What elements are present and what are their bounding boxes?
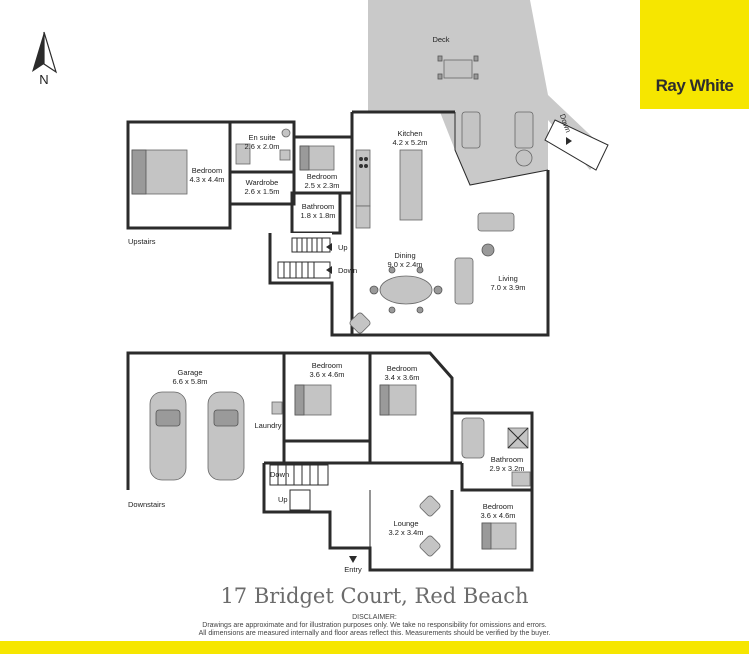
lounge-name: Lounge (393, 519, 418, 528)
bed-c (481, 522, 517, 550)
living-walls (350, 112, 550, 337)
bedroom-a-name: Bedroom (312, 361, 342, 370)
disclaimer-line-2: All dimensions are measured internally a… (198, 630, 551, 637)
garage-name: Garage (177, 368, 202, 377)
bathroom-down-size: 2.9 x 3.2m (489, 464, 524, 473)
dining-size: 9.0 x 2.4m (387, 260, 422, 269)
ensuite-size: 2.6 x 2.0m (244, 142, 279, 151)
dining-table (369, 266, 443, 314)
bed-2 (299, 145, 335, 171)
ensuite-fixtures (235, 128, 291, 165)
brand-logo: Ray White (640, 0, 749, 109)
living-sofas (349, 212, 515, 334)
north-arrow-icon: N (32, 31, 58, 87)
stairwell-walls (268, 233, 352, 337)
kitchen-name: Kitchen (397, 129, 422, 138)
bedroom-c-walls (450, 490, 534, 572)
bed-a (294, 384, 332, 416)
property-address-title: 17 Bridget Court, Red Beach (220, 584, 529, 608)
lower-stairs (269, 464, 329, 511)
bathroom-down-name: Bathroom (491, 455, 524, 464)
stairs-up-lower-label: Up (278, 495, 288, 504)
bathroom-up-name: Bathroom (302, 202, 335, 211)
footer-bar (0, 641, 749, 654)
bedroom-c-name: Bedroom (483, 502, 513, 511)
lounge-walls (262, 463, 452, 572)
stairs-up-arrow-icon (326, 243, 332, 251)
bedroom-2-name: Bedroom (307, 172, 337, 181)
car-left-icon (149, 391, 187, 481)
bathroom-up-size: 1.8 x 1.8m (300, 211, 335, 220)
disclaimer-heading: DISCLAIMER: (352, 614, 397, 621)
entry-arrow-icon (349, 556, 357, 563)
laundry-tub (271, 401, 283, 415)
disclaimer-line-1: Drawings are approximate and for illustr… (202, 622, 547, 629)
stairs-down-label: Down (338, 266, 357, 275)
dining-name: Dining (394, 251, 415, 260)
living-name: Living (498, 274, 518, 283)
bedroom-a-size: 3.6 x 4.6m (309, 370, 344, 379)
garage-size: 6.6 x 5.8m (172, 377, 207, 386)
living-size: 7.0 x 3.9m (490, 283, 525, 292)
bedroom-main-size: 4.3 x 4.4m (189, 175, 224, 184)
lounge-size: 3.2 x 3.4m (388, 528, 423, 537)
bath-fixtures (461, 417, 531, 487)
kitchen-fixtures (355, 149, 423, 229)
deck-table (437, 55, 479, 80)
north-label: N (39, 72, 48, 87)
bedroom-c-size: 3.6 x 4.6m (480, 511, 515, 520)
bed-main (131, 149, 188, 195)
level-upstairs: Upstairs (128, 237, 156, 246)
stairs-down-lower-label: Down (270, 470, 289, 479)
ensuite-name: En suite (248, 133, 275, 142)
stairs-down-arrow-icon (326, 266, 332, 274)
deck-chairs (461, 111, 534, 167)
bedroom-main-name: Bedroom (192, 166, 222, 175)
entry-label: Entry (344, 565, 362, 574)
car-right-icon (207, 391, 245, 481)
kitchen-size: 4.2 x 5.2m (392, 138, 427, 147)
level-downstairs: Downstairs (128, 500, 165, 509)
bed-b (379, 384, 417, 416)
deck-down-arrow-icon (566, 137, 572, 145)
deck-stairs (544, 119, 609, 171)
stairs-up-label: Up (338, 243, 348, 252)
lounge-chairs (419, 495, 441, 557)
wardrobe-size: 2.6 x 1.5m (244, 187, 279, 196)
bedroom-b-walls (368, 351, 454, 465)
deck-label: Deck (432, 35, 449, 44)
laundry-label: Laundry (254, 421, 281, 430)
bedroom-2-size: 2.5 x 2.3m (304, 181, 339, 190)
bedroom-b-name: Bedroom (387, 364, 417, 373)
wardrobe-name: Wardrobe (246, 178, 279, 187)
brand-name: Ray White (655, 76, 734, 95)
bedroom-b-size: 3.4 x 3.6m (384, 373, 419, 382)
